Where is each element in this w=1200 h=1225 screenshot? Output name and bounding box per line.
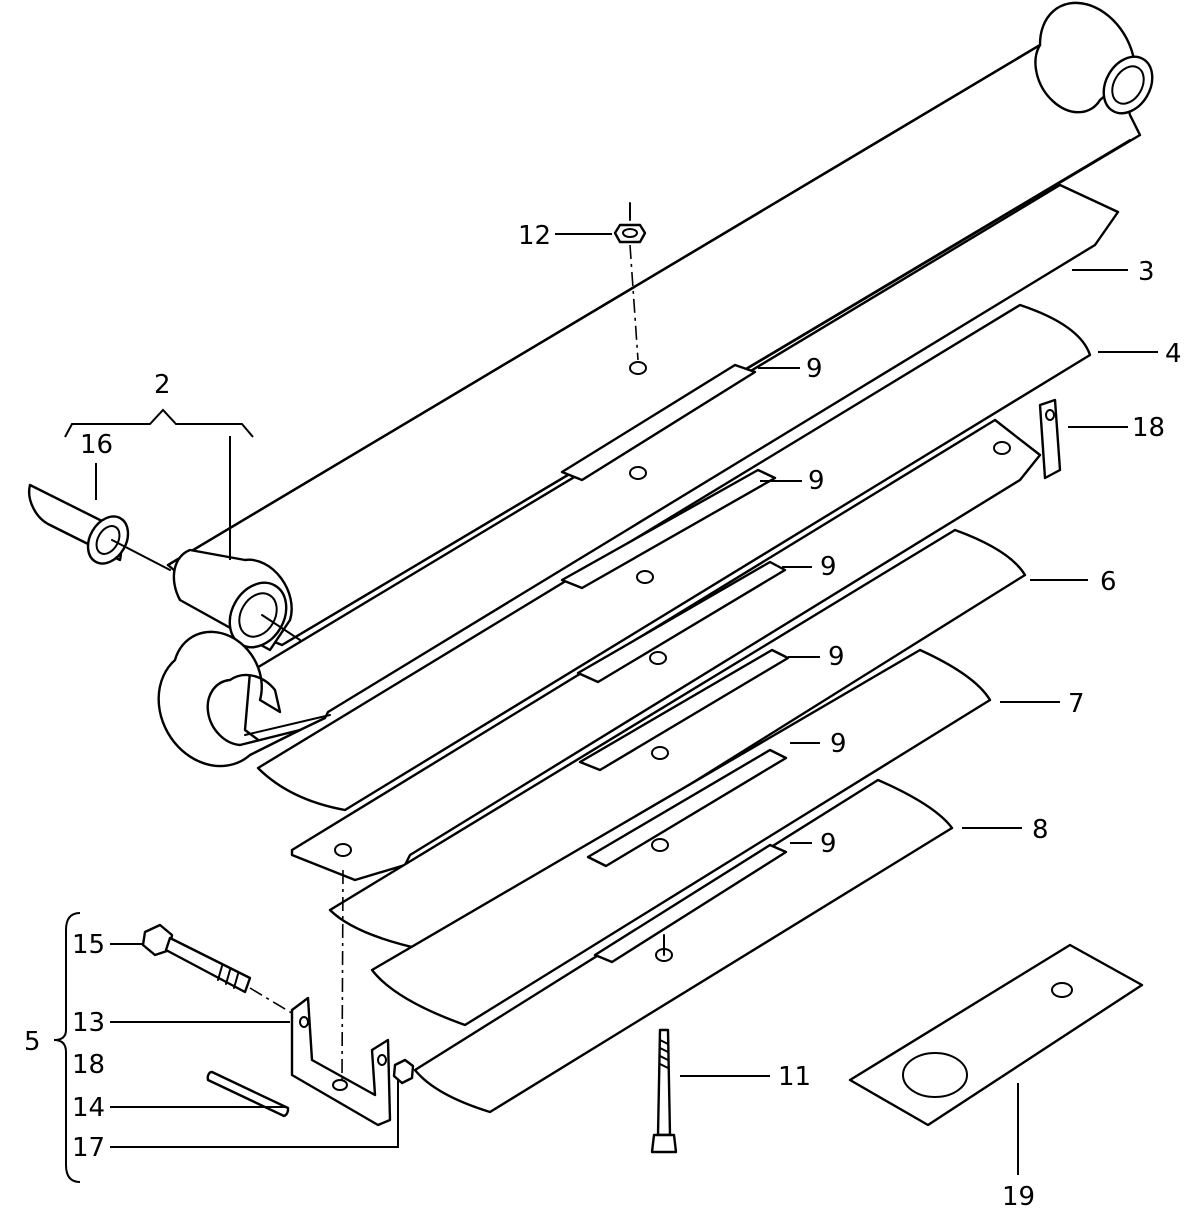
label-9-e: 9: [830, 729, 847, 759]
label-9-f: 9: [820, 829, 837, 859]
label-6: 6: [1100, 567, 1117, 597]
leaf-3: [243, 183, 1120, 747]
label-11: 11: [778, 1062, 811, 1092]
label-9-c: 9: [820, 552, 837, 582]
label-14: 14: [72, 1093, 105, 1123]
bushing-16: [28, 483, 171, 571]
spacers-9: [560, 361, 790, 964]
label-4: 4: [1165, 339, 1182, 369]
label-17: 17: [72, 1133, 105, 1163]
leaf-7: [370, 648, 992, 1027]
clip-18: [1038, 398, 1062, 480]
label-13: 13: [72, 1008, 105, 1038]
leaf-8: [413, 778, 954, 1114]
second-leaf-curl: [157, 630, 302, 768]
label-12: 12: [518, 221, 551, 251]
label-8: 8: [1032, 815, 1049, 845]
clip-assembly-5: [141, 869, 415, 1127]
label-19: 19: [1002, 1182, 1035, 1212]
label-5: 5: [24, 1027, 41, 1057]
label-3: 3: [1138, 257, 1155, 287]
label-18-top: 18: [1132, 413, 1165, 443]
nut-12: [613, 202, 647, 361]
label-18-bottom: 18: [72, 1050, 105, 1080]
leaf-4: [256, 303, 1092, 812]
bolt-11: [650, 934, 678, 1154]
label-9-b: 9: [808, 466, 825, 496]
label-9-a: 9: [806, 354, 823, 384]
leader-lines: [53, 233, 1158, 1183]
leaf-5: [290, 418, 1042, 882]
part-labels: 2 16 12 3 4 18 6 7 8 9 9 9 9 9 9 11 19 1…: [24, 221, 1182, 1212]
label-2: 2: [154, 370, 171, 400]
label-15: 15: [72, 930, 105, 960]
label-16: 16: [80, 430, 113, 460]
label-9-d: 9: [828, 642, 845, 672]
label-7: 7: [1068, 689, 1085, 719]
plate-19: [848, 943, 1144, 1127]
front-eye: [172, 548, 301, 652]
